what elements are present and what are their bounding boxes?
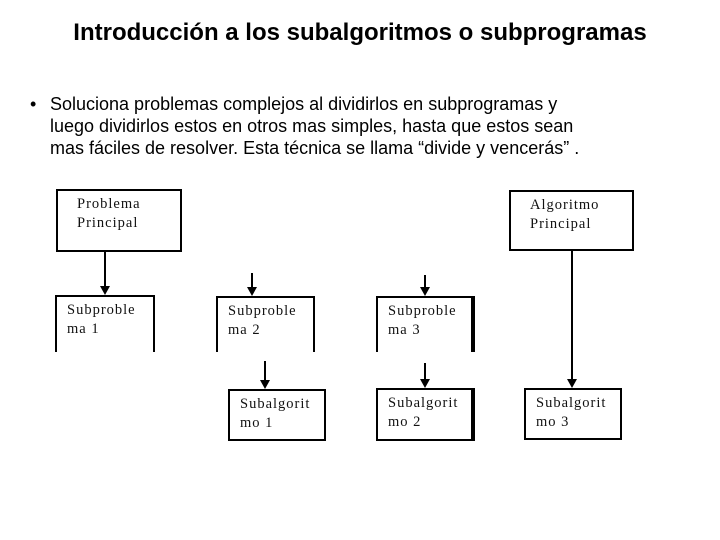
arrowhead-down-icon	[420, 287, 430, 296]
box-subproblema-1: Subproble ma 1	[55, 295, 155, 352]
bullet-item: • Soluciona problemas complejos al divid…	[30, 93, 670, 159]
bullet-text: Soluciona problemas complejos al dividir…	[50, 93, 670, 159]
box-subalgoritmo-3: Subalgorit mo 3	[524, 388, 622, 440]
box-problema-principal: Problema Principal	[56, 189, 182, 252]
box-algoritmo-principal-label: Algoritmo Principal	[530, 197, 600, 232]
arrow-algoritmo-to-subalgoritmo-3	[566, 251, 578, 388]
arrow-into-subproblema-3	[419, 275, 431, 296]
slide-title: Introducción a los subalgoritmos o subpr…	[73, 19, 647, 46]
arrow-problema-to-subproblema-1	[99, 252, 111, 295]
box-algoritmo-principal: Algoritmo Principal	[509, 190, 634, 251]
box-subproblema-2-label: Subproble ma 2	[228, 303, 297, 338]
box-subalgoritmo-2: Subalgorit mo 2	[376, 388, 475, 441]
arrowhead-down-icon	[420, 379, 430, 388]
arrowhead-down-icon	[567, 379, 577, 388]
box-problema-principal-label: Problema Principal	[77, 196, 141, 231]
bullet-line: Soluciona problemas complejos al dividir…	[50, 94, 558, 114]
arrowhead-down-icon	[260, 380, 270, 389]
box-subproblema-2: Subproble ma 2	[216, 296, 315, 352]
box-subproblema-3-label: Subproble ma 3	[388, 303, 457, 338]
arrowhead-down-icon	[247, 287, 257, 296]
arrow-into-subalgoritmo-2	[419, 363, 431, 388]
bullet-marker: •	[30, 94, 37, 114]
arrowhead-down-icon	[100, 286, 110, 295]
arrow-into-subproblema-2	[246, 273, 258, 296]
bullet-line: luego dividirlos estos en otros mas simp…	[50, 116, 574, 136]
box-subalgoritmo-1: Subalgorit mo 1	[228, 389, 326, 441]
box-subproblema-3: Subproble ma 3	[376, 296, 475, 352]
box-subalgoritmo-1-label: Subalgorit mo 1	[240, 396, 311, 431]
bullet-line: mas fáciles de resolver. Esta técnica se…	[50, 138, 580, 158]
box-subproblema-1-label: Subproble ma 1	[67, 302, 136, 337]
box-subalgoritmo-2-label: Subalgorit mo 2	[388, 395, 459, 430]
arrow-into-subalgoritmo-1	[259, 361, 271, 389]
box-subalgoritmo-3-label: Subalgorit mo 3	[536, 395, 607, 430]
